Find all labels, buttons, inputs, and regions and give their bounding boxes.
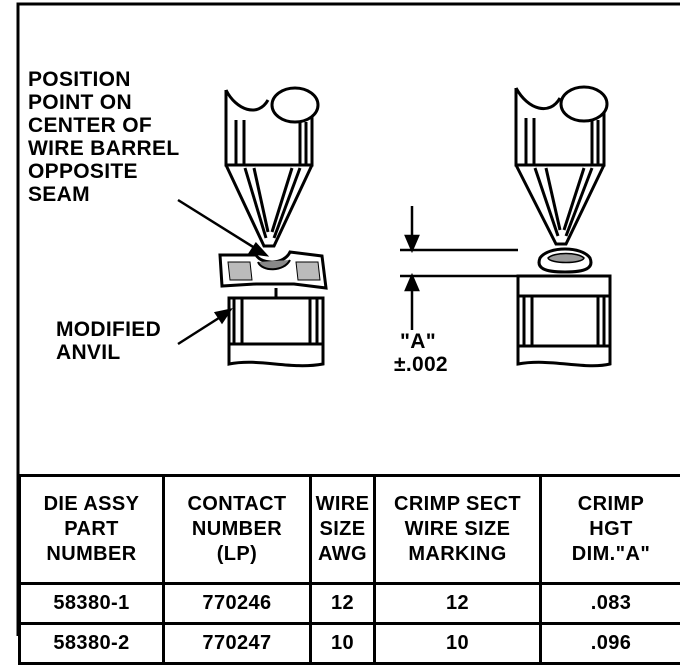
modified-anvil-line: MODIFIED [56, 318, 161, 341]
figure-frame: POSITION POINT ON CENTER OF WIRE BARREL … [0, 0, 680, 636]
position-point-label: POSITION POINT ON CENTER OF WIRE BARREL … [28, 68, 179, 206]
table-cell: 12 [375, 584, 541, 624]
modified-anvil-line: ANVIL [56, 341, 161, 364]
position-point-line: SEAM [28, 183, 179, 206]
position-point-line: WIRE BARREL [28, 137, 179, 160]
left-anvil [229, 298, 323, 366]
table-cell: 12 [311, 584, 375, 624]
table-cell: .096 [541, 624, 680, 664]
table-row: 58380-1 770246 12 12 .083 [20, 584, 680, 624]
table-cell: 770246 [164, 584, 311, 624]
dim-a-text: "A" [394, 330, 448, 353]
right-indenter [516, 87, 607, 244]
left-indenter [226, 88, 318, 246]
position-point-line: OPPOSITE [28, 160, 179, 183]
table-cell: 10 [375, 624, 541, 664]
modified-anvil-label: MODIFIED ANVIL [56, 318, 161, 364]
dimension-a-label: "A" ±.002 [394, 330, 448, 376]
position-point-line: POSITION [28, 68, 179, 91]
left-contact [220, 252, 326, 298]
table-cell: 10 [311, 624, 375, 664]
dimension-a [400, 206, 518, 330]
table-cell: .083 [541, 584, 680, 624]
table-cell: 58380-2 [20, 624, 164, 664]
right-crimped-contact [539, 249, 591, 272]
table-row: 58380-2 770247 10 10 .096 [20, 624, 680, 664]
position-point-line: CENTER OF [28, 114, 179, 137]
right-anvil [518, 276, 610, 366]
table-cell: 770247 [164, 624, 311, 664]
tolerance-text: ±.002 [394, 353, 448, 376]
position-point-line: POINT ON [28, 91, 179, 114]
table-cell: 58380-1 [20, 584, 164, 624]
